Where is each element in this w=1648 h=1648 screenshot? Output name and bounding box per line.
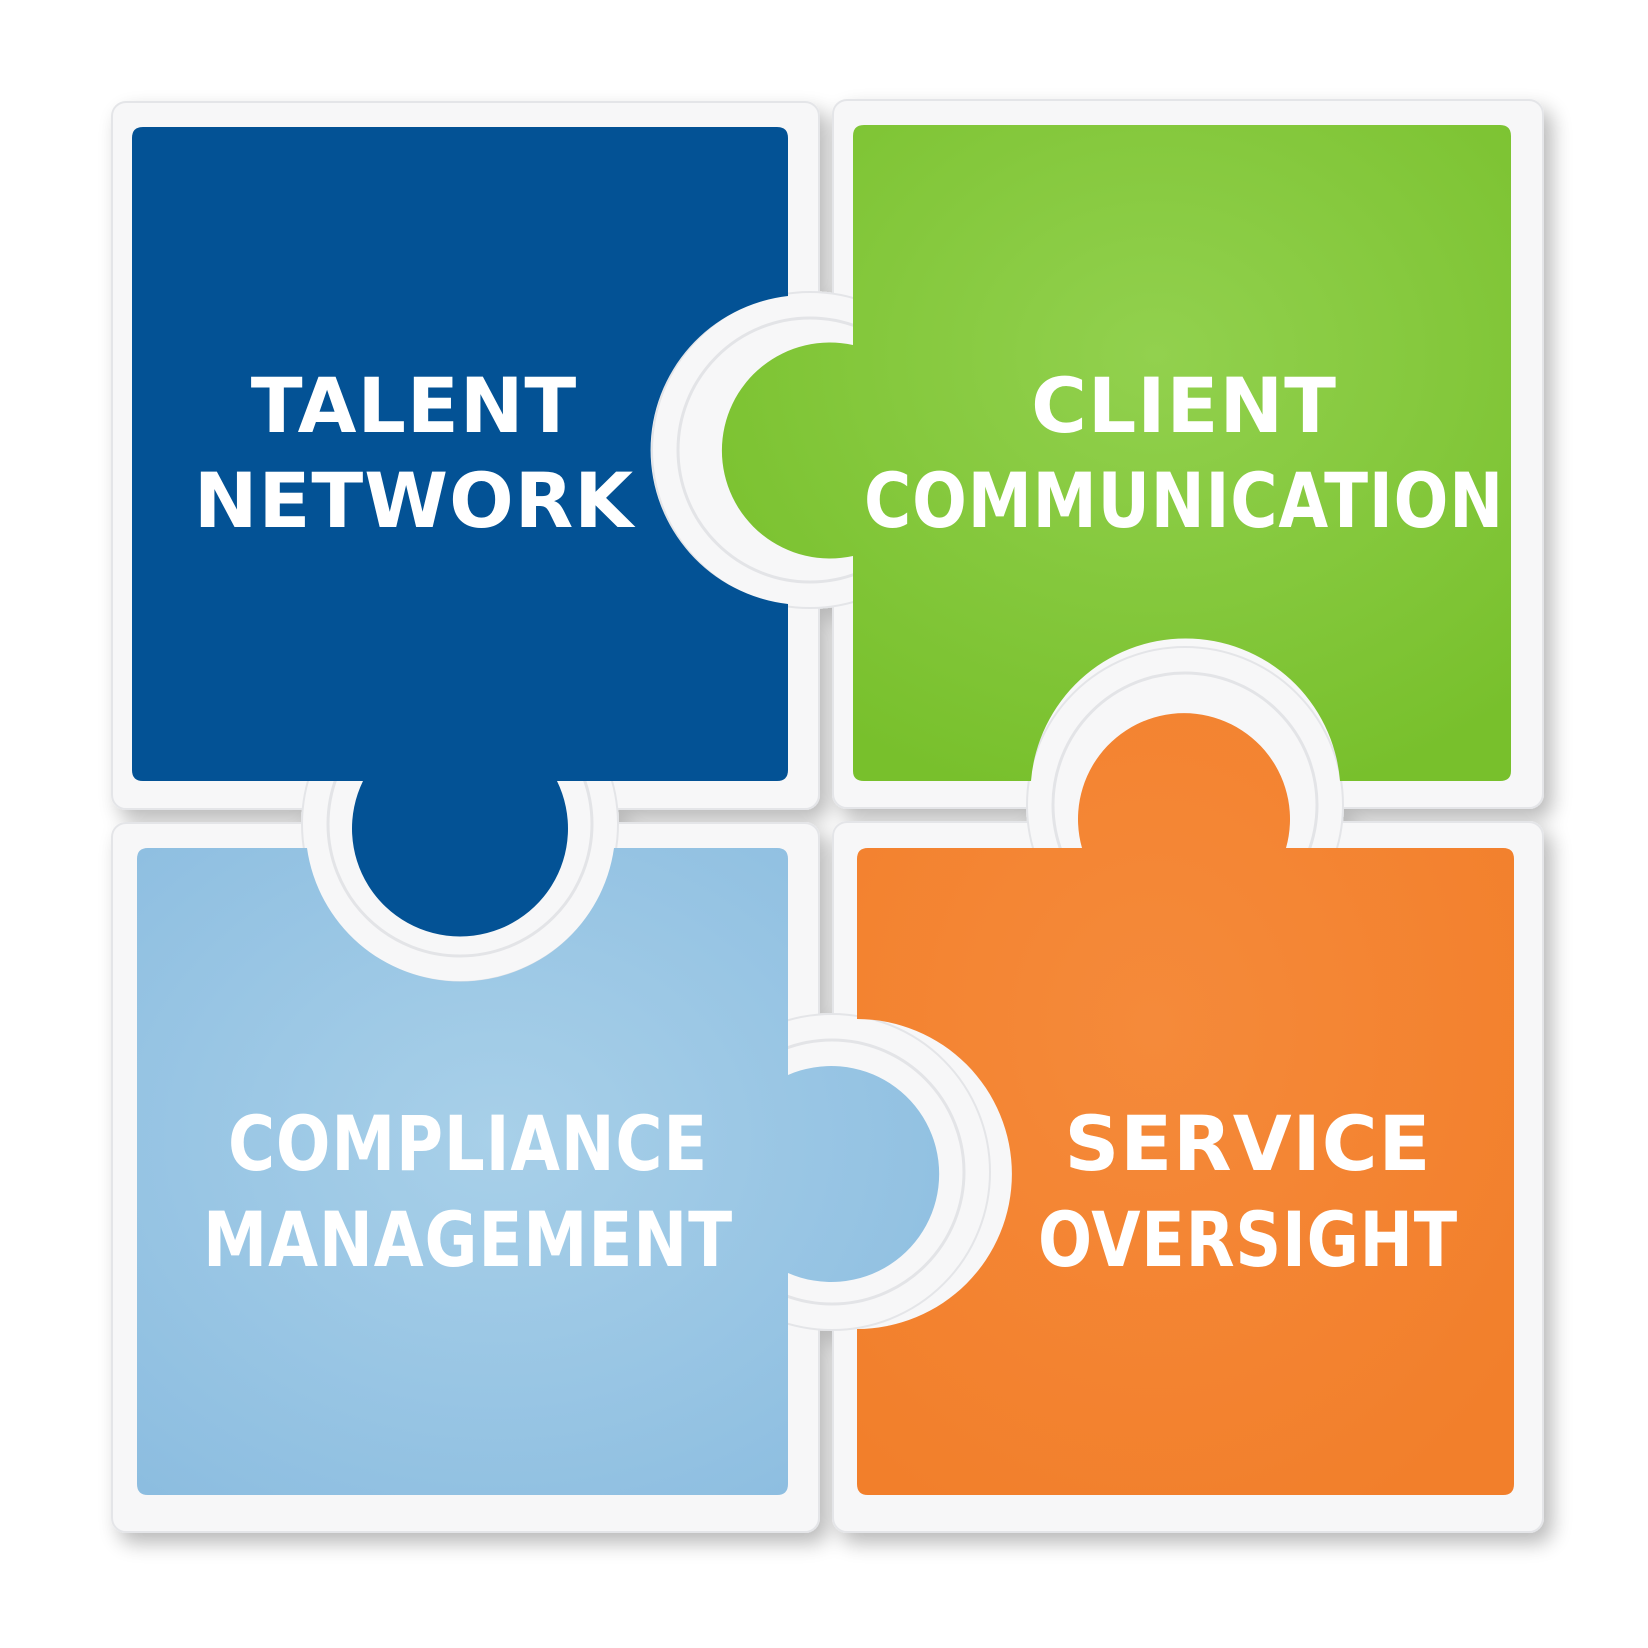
label-client-communication-line1: CLIENT bbox=[1031, 361, 1337, 450]
label-service-oversight-line2: OVERSIGHT bbox=[1038, 1195, 1458, 1284]
label-compliance-management-line1: COMPLIANCE bbox=[228, 1099, 708, 1188]
label-talent-network-line1: TALENT bbox=[251, 361, 578, 450]
puzzle-piece-client-communication bbox=[721, 125, 1511, 781]
label-service-oversight-line1: SERVICE bbox=[1065, 1099, 1432, 1188]
label-client-communication-line2: COMMUNICATION bbox=[864, 456, 1504, 545]
puzzle-piece-service-oversight bbox=[857, 713, 1514, 1495]
puzzle-piece-talent-network bbox=[132, 127, 788, 937]
label-talent-network-line2: NETWORK bbox=[194, 456, 636, 545]
label-compliance-management-line2: MANAGEMENT bbox=[203, 1195, 733, 1284]
puzzle-piece-compliance-management bbox=[137, 848, 940, 1495]
piece-labels: TALENT NETWORK CLIENT COMMUNICATION COMP… bbox=[194, 361, 1504, 1284]
